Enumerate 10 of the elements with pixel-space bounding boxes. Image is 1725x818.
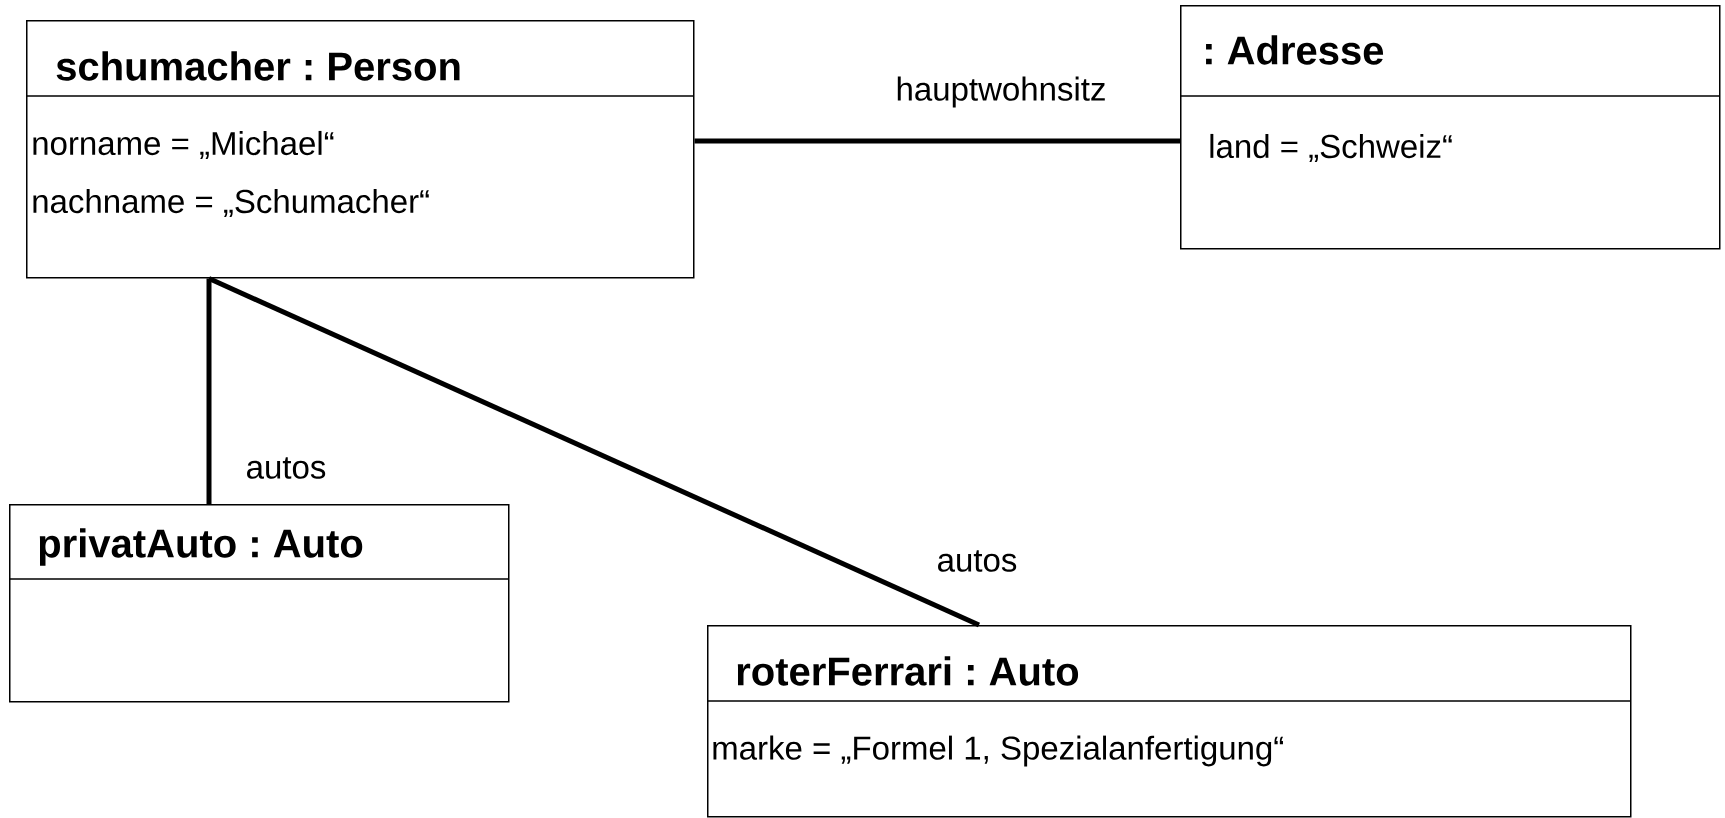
edge-label: hauptwohnsitz [893, 74, 1109, 110]
association-line [206, 278, 212, 504]
edge-label: autos [243, 455, 329, 481]
object-box: : Adresse land = „Schweiz“ [1179, 5, 1721, 250]
object-box: privatAuto : Auto [8, 504, 510, 703]
association-line [208, 276, 981, 628]
object-box: schumacher : Person norname = „Michael“ nachname = „Schumacher“ [25, 20, 695, 279]
association-line [694, 138, 1180, 144]
edge-label: autos [934, 548, 1020, 574]
object-box: roterFerrari : Auto marke = „Formel 1, Spezialanfertigung“ [706, 625, 1632, 818]
